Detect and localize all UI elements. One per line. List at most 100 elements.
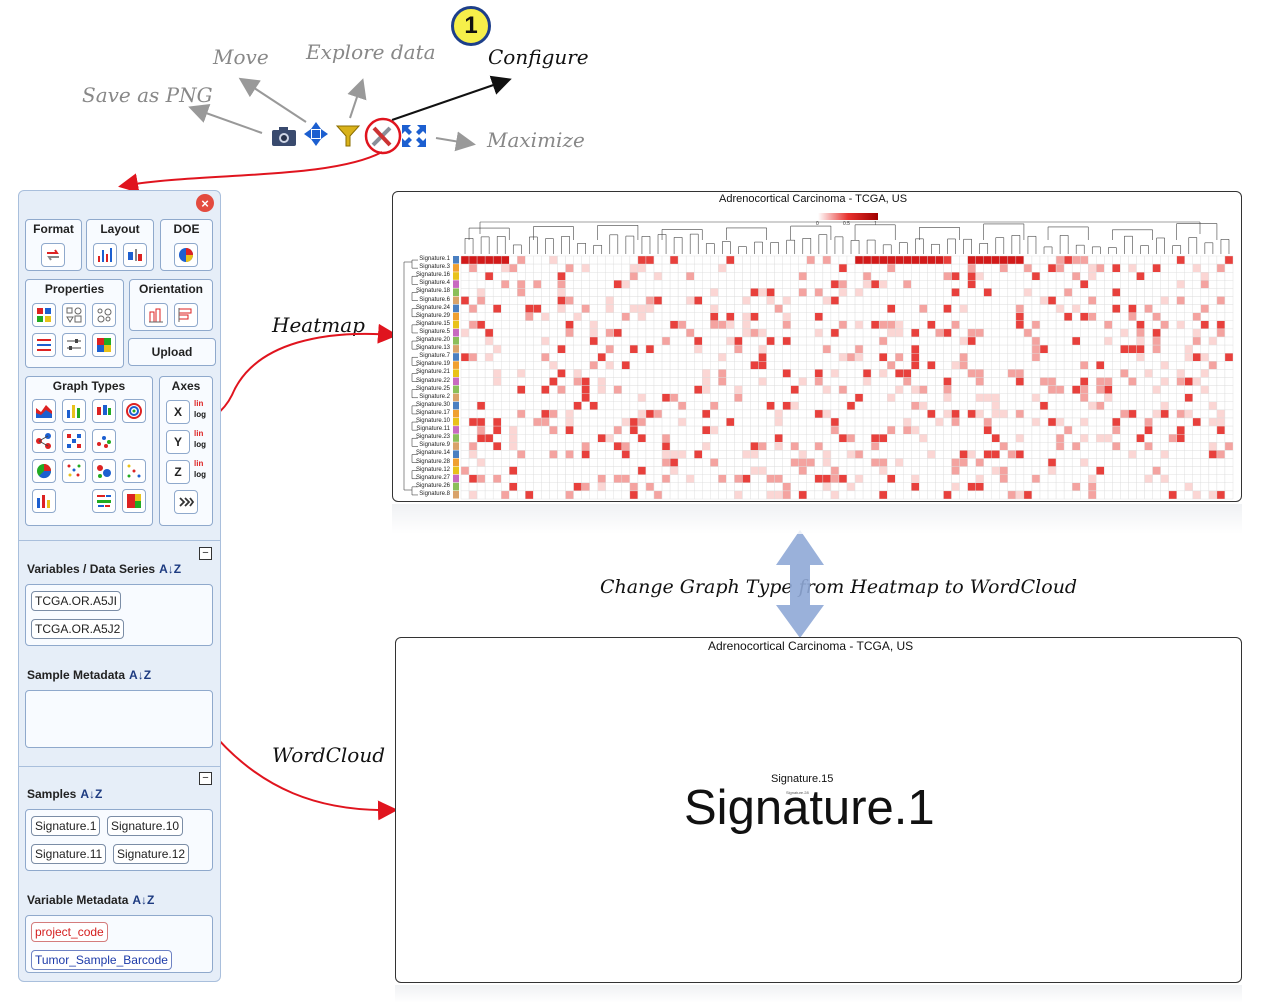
sort-sample-metadata-icon[interactable]: A↓Z [129,668,152,682]
variable-pill[interactable]: TCGA.OR.A5J2 [31,619,125,639]
heatmap-row-label: Signature.25 [415,385,450,392]
heatmap-row-label: Signature.20 [415,337,450,343]
properties-sliders-icon[interactable] [62,333,86,357]
format-title: Format [33,222,74,236]
heatmap-annotation: Heatmap [272,313,365,337]
heatmap-row-label: Signature.18 [415,288,450,295]
axis-y-log[interactable]: log [194,440,206,449]
heatmap-row-label: Signature.14 [415,450,450,457]
variable-metadata-pill[interactable]: project_code [31,922,108,942]
sort-variable-metadata-icon[interactable]: A↓Z [132,893,155,907]
heatmap-legend-tick: 0.5 [843,221,850,227]
properties-palette-icon[interactable] [92,333,116,357]
close-icon[interactable]: × [196,194,214,212]
heatmap-row-label: Signature.28 [415,458,450,465]
upload-button[interactable]: Upload [128,338,216,366]
axis-x-lin[interactable]: lin [194,399,204,408]
heatmap-row-label: Signature.24 [415,304,450,311]
axes-more-icon[interactable] [174,490,198,514]
heatmap-row-label: Signature.12 [415,466,450,473]
orientation-horizontal-icon[interactable] [174,303,198,327]
heatmap-row-label: Signature.1 [419,256,450,262]
maximize-annotation: Maximize [487,128,585,152]
orientation-title: Orientation [138,282,203,296]
heatmap-row-label: Signature.2 [419,393,450,400]
move-icon[interactable] [302,120,330,148]
heatmap-row-label: Signature.22 [415,377,450,384]
heatmap-legend-gradient [818,213,878,220]
sample-metadata-dropzone[interactable] [25,690,213,748]
collapse-samples-icon[interactable]: − [199,772,212,785]
heatmap-row-label: Signature.17 [415,409,450,416]
properties-title: Properties [44,282,105,296]
properties-colors-icon[interactable] [32,303,56,327]
collapse-variables-icon[interactable]: − [199,547,212,560]
axis-x-log[interactable]: log [194,410,206,419]
variable-metadata-pill[interactable]: Tumor_Sample_Barcode [31,950,172,970]
axis-y-lin[interactable]: lin [194,429,204,438]
axis-z-log[interactable]: log [194,470,206,479]
axis-x-button[interactable]: X [166,400,190,424]
wrench-icon[interactable] [368,122,396,150]
graph-type-circular-icon[interactable] [122,399,146,423]
wordcloud-reflection [395,985,1242,1003]
graph-type-area-icon[interactable] [32,399,56,423]
heatmap-chart-frame [392,191,1242,502]
layout-title: Layout [100,222,140,236]
sample-pill[interactable]: Signature.11 [31,844,107,864]
doe-pie-icon[interactable] [174,243,198,267]
heatmap-row-label: Signature.10 [415,418,450,424]
graph-type-network-icon[interactable] [32,429,56,453]
sort-variables-icon[interactable]: A↓Z [159,562,182,576]
properties-size-icon[interactable] [92,303,116,327]
graph-type-heatmap-icon[interactable] [62,429,86,453]
sample-pill[interactable]: Signature.1 [31,816,101,836]
change-graph-type-annotation: Change Graph Type from Heatmap to WordCl… [600,576,1078,598]
heatmap-title: Adrenocortical Carcinoma - TCGA, US [719,193,908,205]
graph-type-bubble-icon[interactable] [92,459,116,483]
variable-pill[interactable]: TCGA.OR.A5JI [31,591,122,611]
heatmap-row-label: Signature.11 [416,426,450,433]
graph-type-dotplot-icon[interactable] [122,459,146,483]
panel-divider [19,766,220,767]
graph-type-scatter-icon[interactable] [92,429,116,453]
sample-pill[interactable]: Signature.12 [113,844,190,864]
axis-z-button[interactable]: Z [166,460,190,484]
camera-icon[interactable] [270,122,298,150]
save-as-png-annotation: Save as PNG [82,83,213,107]
layout-grid-icon[interactable] [93,243,117,267]
graph-type-wordcloud-icon[interactable] [92,489,116,513]
graph-type-scatter-matrix-icon[interactable] [62,459,86,483]
sort-samples-icon[interactable]: A↓Z [80,787,103,801]
heatmap-row-label: Signature.30 [415,401,450,408]
orientation-group: Orientation [129,279,213,331]
graph-type-pie-icon[interactable] [32,459,56,483]
properties-shapes-icon[interactable] [62,303,86,327]
heatmap-row-label: Signature.19 [415,361,450,368]
heatmap-row-label: Signature.27 [415,474,450,481]
graph-type-boxplot-icon[interactable] [92,399,116,423]
layout-side-icon[interactable] [123,243,147,267]
heatmap-row-label: Signature.9 [419,442,450,449]
orientation-vertical-icon[interactable] [144,303,168,327]
axis-y-button[interactable]: Y [166,430,190,454]
heatmap-row-label: Signature.15 [415,320,450,327]
properties-list-icon[interactable] [32,333,56,357]
heatmap-row-label: Signature.5 [419,328,450,335]
panel-divider [19,540,220,541]
axis-z-lin[interactable]: lin [194,459,204,468]
format-swap-icon[interactable] [41,243,65,267]
wordcloud-title: Adrenocortical Carcinoma - TCGA, US [708,639,914,653]
heatmap-row-label: Signature.21 [415,369,450,376]
graph-type-bar-icon[interactable] [62,399,86,423]
heatmap-row-label: Signature.16 [415,272,450,279]
heatmap-row-label: Signature.7 [419,353,450,360]
explore-data-annotation: Explore data [306,40,436,64]
graph-type-treemap-icon[interactable] [122,489,146,513]
funnel-icon[interactable] [334,122,362,150]
sample-pill[interactable]: Signature.10 [107,816,184,836]
maximize-icon[interactable] [400,122,428,150]
heatmap-row-label: Signature.26 [415,482,450,489]
graph-type-stacked-bar-icon[interactable] [32,489,56,513]
